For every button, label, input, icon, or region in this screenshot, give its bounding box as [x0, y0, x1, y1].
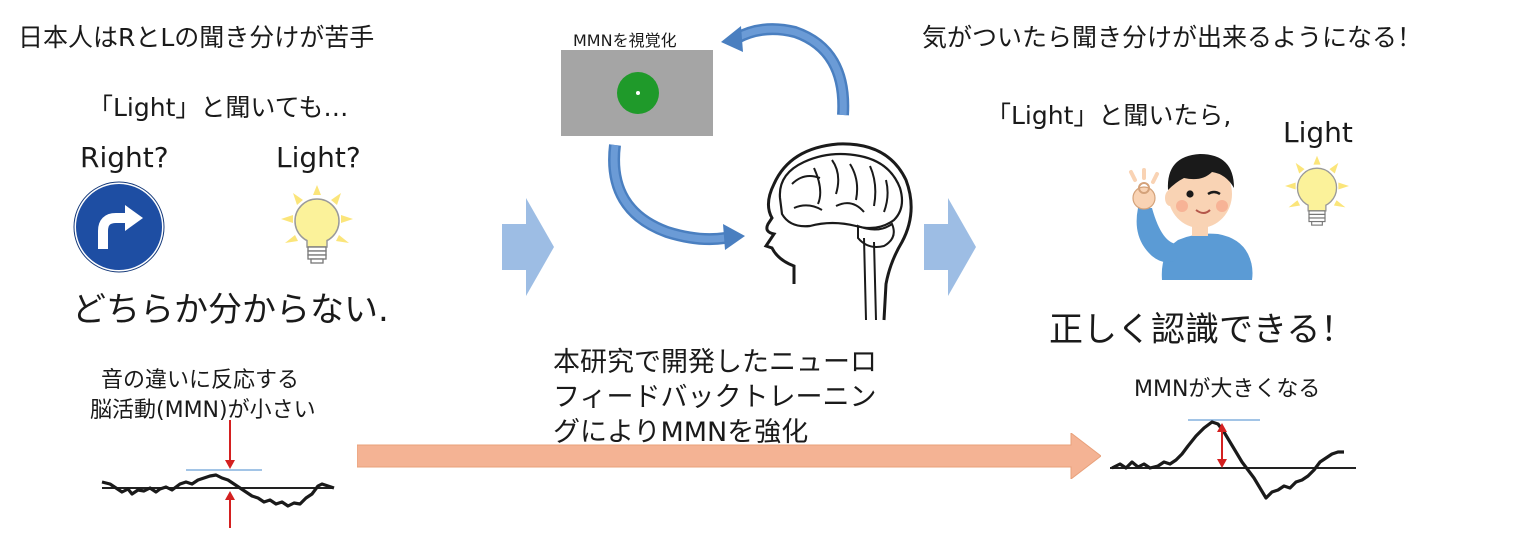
light-bulb-icon-right [1285, 153, 1349, 235]
brain-head-icon [760, 134, 920, 324]
step-arrow-2 [924, 198, 976, 296]
center-desc-line-3: グによりMMNを強化 [553, 417, 809, 448]
light-bulb-icon [281, 185, 353, 271]
feedback-dot [617, 72, 659, 114]
mmn-caption-line-2: 脳活動(MMN)が小さい [90, 398, 316, 423]
center-desc-line-1: 本研究で開発したニューロ [553, 347, 877, 378]
screen-label: MMNを視覚化 [573, 31, 677, 50]
right-word-label: Light [1283, 116, 1353, 149]
center-desc-line-2: フィードバックトレーニン [553, 382, 877, 413]
mmn-visualization-screen [561, 50, 713, 136]
boy-ok-gesture-icon [1122, 148, 1262, 280]
left-heading: 日本人はRとLの聞き分けが苦手 [18, 23, 375, 52]
option-right-label: Right? [80, 141, 169, 174]
left-prompt: 「Light」と聞いても… [88, 93, 349, 122]
right-prompt: 「Light」と聞いたら, [986, 101, 1232, 130]
mmn-caption-line-1: 音の違いに反応する [101, 368, 300, 393]
right-mmn-caption: MMNが大きくなる [1134, 377, 1321, 402]
right-turn-sign-icon [73, 181, 165, 273]
step-arrow-1 [502, 198, 554, 296]
large-mmn-waveform [1108, 412, 1358, 510]
small-mmn-waveform [100, 418, 340, 530]
feedback-loop-arrows [595, 20, 875, 260]
right-heading: 気がついたら聞き分けが出来るようになる！ [922, 23, 1423, 52]
option-light-label: Light? [276, 141, 361, 174]
right-conclusion: 正しく認識できる！ [1049, 310, 1355, 350]
left-conclusion: どちらか分からない. [72, 290, 389, 330]
training-progress-arrow [357, 433, 1101, 479]
